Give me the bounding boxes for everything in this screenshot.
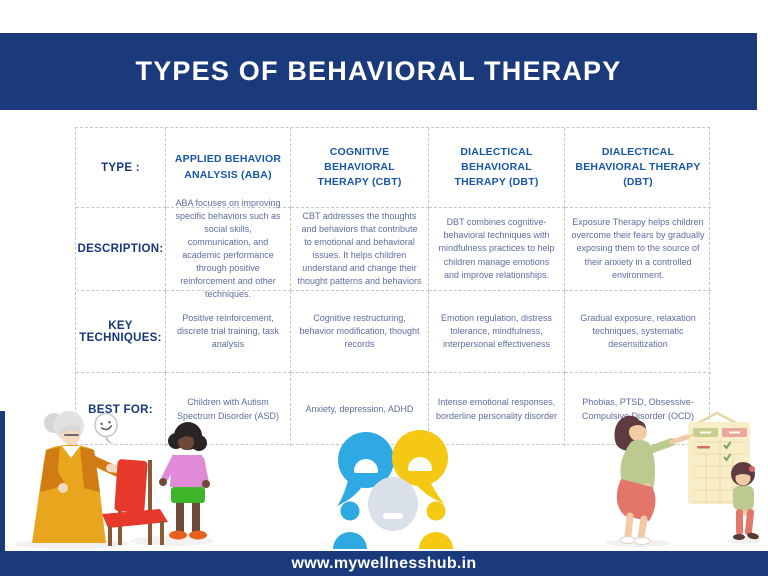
smiley-face <box>94 413 118 438</box>
speech-bubbles-illustration <box>333 430 453 549</box>
gray-speech-bubble <box>368 477 418 531</box>
col-header-aba: APPLIED BEHAVIOR ANALYSIS (ABA) <box>166 128 291 208</box>
col-header-cbt: COGNITIVE BEHAVIORAL THERAPY (CBT) <box>291 128 429 208</box>
key-techniques-dbt: Emotion regulation, distress tolerance, … <box>429 291 565 373</box>
description-exposure: Exposure Therapy helps children overcome… <box>565 208 711 291</box>
grandmother-child-chair-illustration <box>14 411 214 549</box>
row-label-best-for: BEST FOR: <box>76 373 166 446</box>
description-aba: ABA focuses on improving specific behavi… <box>166 198 291 299</box>
description-dbt: DBT combines cognitive-behavioral techni… <box>429 208 565 291</box>
child-figure <box>159 422 210 540</box>
key-techniques-aba: Positive reinforcement, discrete trial t… <box>166 291 291 373</box>
best-for-cbt: Anxiety, depression, ADHD <box>291 373 429 446</box>
left-accent-bar <box>0 411 5 551</box>
row-label-key-techniques: KEY TECHNIQUES: <box>76 291 166 373</box>
row-label-description: DESCRIPTION: <box>76 208 166 291</box>
col-header-dbt-2: DIALECTICAL BEHAVIORAL THERAPY (DBT) <box>565 128 711 208</box>
yellow-speech-bubble <box>392 430 448 504</box>
header-band: TYPES OF BEHAVIORAL THERAPY <box>0 33 757 110</box>
row-label-type: TYPE : <box>76 128 166 208</box>
best-for-exposure: Phobias, PTSD, Obsessive-Compulsive Diso… <box>581 397 695 421</box>
therapist-figure <box>614 415 695 545</box>
description-cbt: CBT addresses the thoughts and behaviors… <box>291 208 429 291</box>
red-chair <box>102 459 168 546</box>
therapy-table: TYPE : APPLIED BEHAVIOR ANALYSIS (ABA) C… <box>75 127 711 446</box>
smiley-balloon-icon <box>94 413 118 446</box>
yellow-person-figure <box>419 501 453 549</box>
website-url: www.mywellnesshub.in <box>291 554 477 572</box>
therapist-chart-girl-illustration <box>606 411 760 547</box>
best-for-dbt: Intense emotional responses, borderline … <box>429 373 565 446</box>
girl-figure <box>731 462 759 540</box>
grandmother-figure <box>32 411 135 543</box>
col-header-dbt: DIALECTICAL BEHAVIORAL THERAPY (DBT) <box>429 128 565 208</box>
page-title: TYPES OF BEHAVIORAL THERAPY <box>135 56 622 86</box>
best-for-aba: Children with Autism Spectrum Disorder (… <box>166 373 291 446</box>
key-techniques-cbt: Cognitive restructuring, behavior modifi… <box>291 291 429 373</box>
blue-person-figure <box>333 501 367 549</box>
footer-band: www.mywellnesshub.in <box>0 551 768 576</box>
blue-speech-bubble <box>337 432 394 506</box>
key-techniques-exposure: Gradual exposure, relaxation techniques,… <box>565 291 711 373</box>
